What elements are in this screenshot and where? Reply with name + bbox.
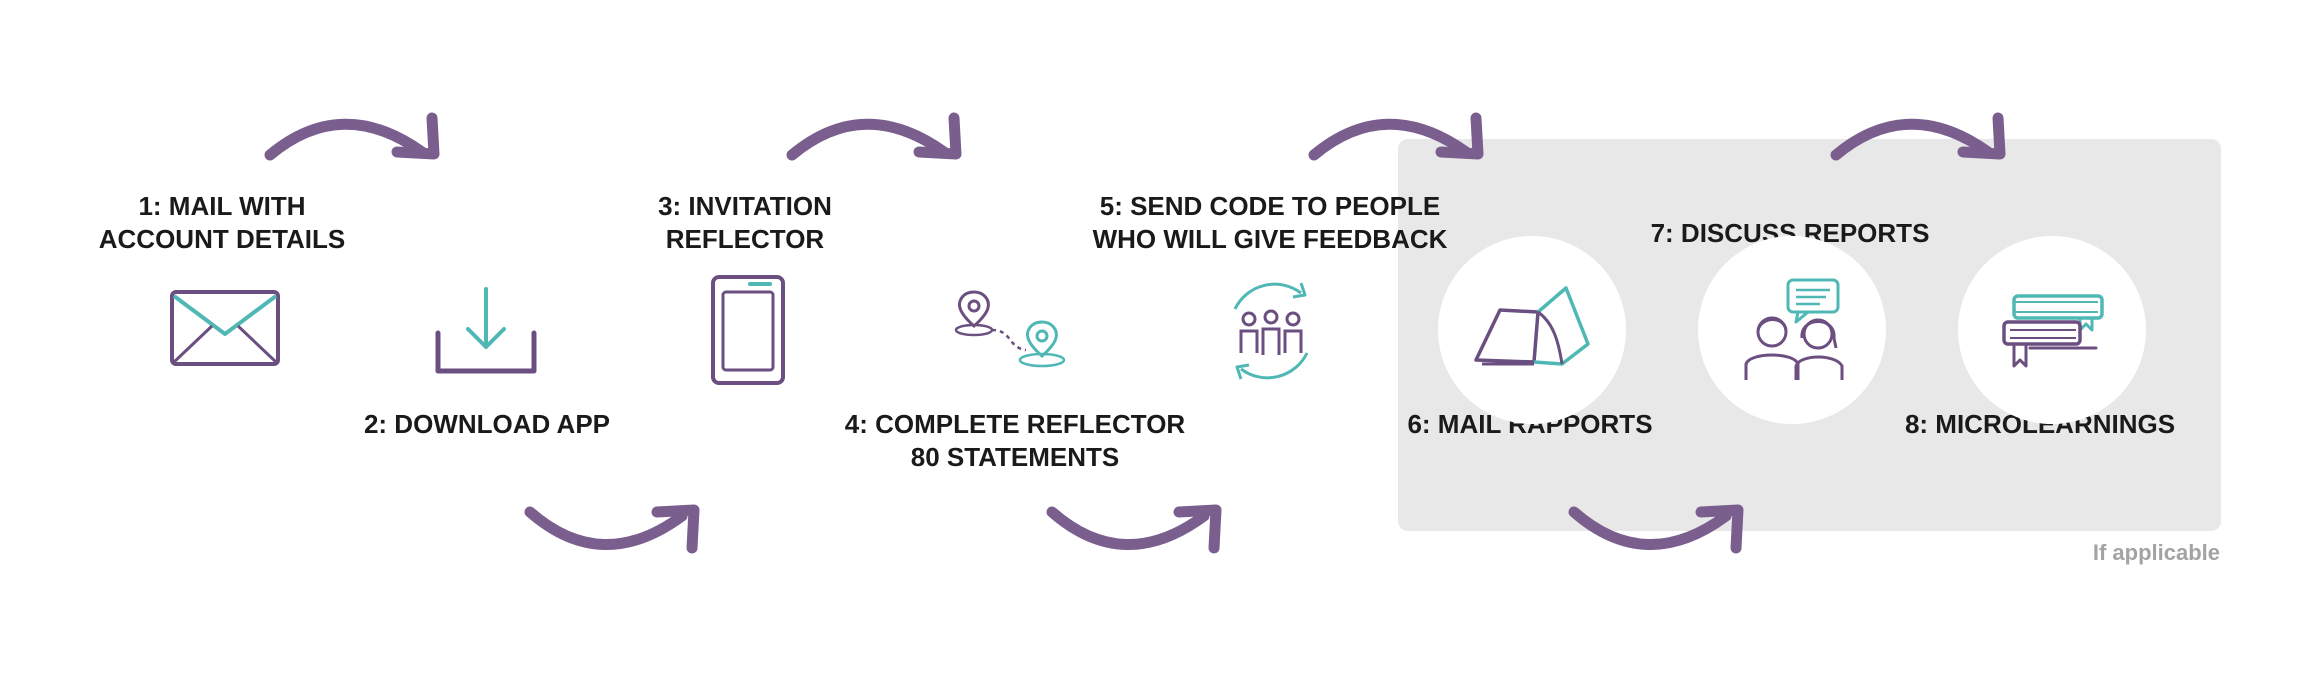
arrow-step-4-to-5 <box>1046 504 1222 554</box>
people-cycle-icon <box>1233 282 1309 380</box>
open-book-icon <box>1474 286 1590 366</box>
arrow-step-7-to-8 <box>1830 112 2006 161</box>
step-6-icon-circle <box>1438 236 1626 424</box>
step-1-label: 1: MAIL WITH ACCOUNT DETAILS <box>98 191 346 254</box>
step-4-label: 4: COMPLETE REFLECTOR 80 STATEMENTS <box>844 409 1186 472</box>
arrow-step-1-to-2 <box>264 112 440 161</box>
arrow-step-6-to-7 <box>1568 504 1744 554</box>
download-icon <box>435 287 537 374</box>
envelope-icon <box>170 290 280 366</box>
books-icon <box>2002 294 2104 368</box>
step-2-label: 2: DOWNLOAD APP <box>363 409 611 439</box>
arrow-step-3-to-4 <box>786 112 962 161</box>
map-route-icon <box>954 290 1066 368</box>
discussion-icon <box>1744 278 1844 380</box>
step-7-icon-circle <box>1698 236 1886 424</box>
step-7-label: 7: DISCUSS REPORTS <box>1650 218 1930 248</box>
tablet-icon <box>711 275 785 385</box>
step-6-label: 6: MAIL RAPPORTS <box>1407 409 1653 439</box>
arrow-step-5-to-6 <box>1308 112 1484 161</box>
panel-note: If applicable <box>2092 540 2220 565</box>
step-3-label: 3: INVITATION REFLECTOR <box>658 191 832 254</box>
step-5-label: 5: SEND CODE TO PEOPLE WHO WILL GIVE FEE… <box>1092 191 1448 254</box>
arrow-step-2-to-3 <box>524 504 700 554</box>
